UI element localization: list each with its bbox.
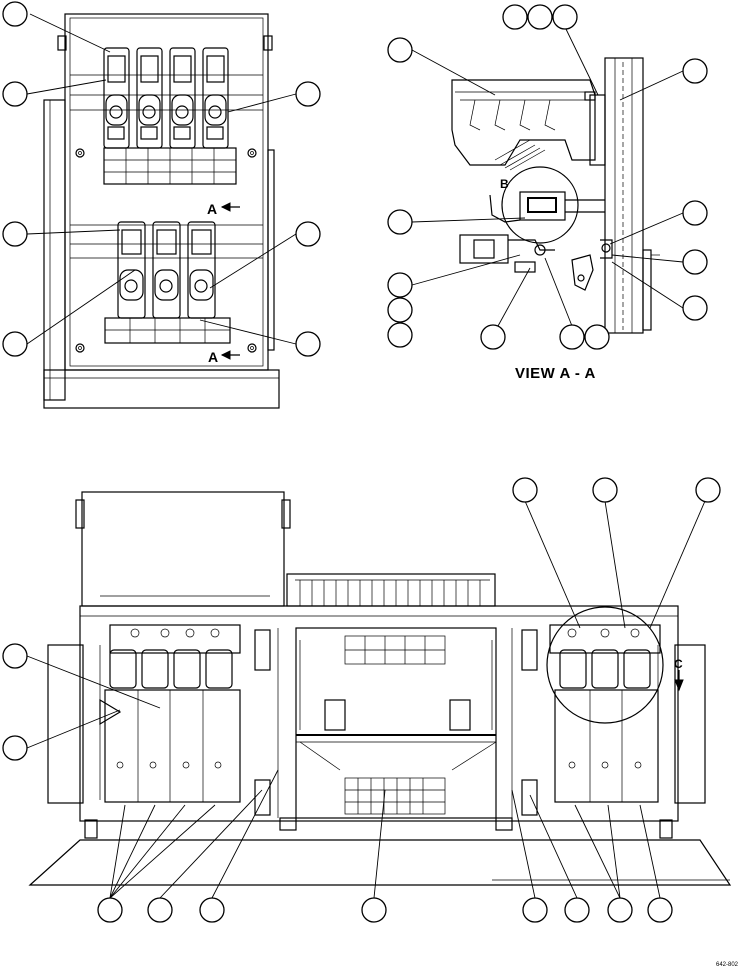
callout-balloon <box>295 81 321 107</box>
callout-balloon <box>512 477 538 503</box>
detail-marker-c: C <box>674 657 683 671</box>
drawing-id: 642-802 <box>716 962 739 968</box>
callout-balloon <box>387 297 413 323</box>
lower-breaker-row <box>104 221 231 344</box>
callout-balloon <box>682 200 708 226</box>
callout-balloon <box>527 4 553 30</box>
callout-balloon <box>2 1 28 27</box>
right-breaker-bank <box>549 624 661 803</box>
full-assembly-view: C <box>2 477 732 923</box>
callout-balloon <box>2 221 28 247</box>
callout-balloon <box>682 58 708 84</box>
callout-balloon <box>480 324 506 350</box>
callout-balloon <box>2 643 28 669</box>
upper-breaker-row <box>103 47 237 185</box>
left-breaker-bank <box>104 624 241 803</box>
callout-balloon <box>387 272 413 298</box>
callout-balloon <box>387 37 413 63</box>
callout-balloon <box>361 897 387 923</box>
callout-balloon <box>502 4 528 30</box>
callout-balloon <box>387 209 413 235</box>
callout-balloon <box>592 477 618 503</box>
callout-balloon <box>552 4 578 30</box>
callout-balloon <box>564 897 590 923</box>
callout-balloon <box>647 897 673 923</box>
callout-balloon <box>199 897 225 923</box>
callout-balloon <box>97 897 123 923</box>
section-marker-a-lower: A <box>208 349 218 365</box>
top-left-panel-view: A A <box>2 1 321 409</box>
callout-balloon <box>682 295 708 321</box>
callout-balloon <box>522 897 548 923</box>
callout-balloon <box>2 81 28 107</box>
callout-balloon <box>695 477 721 503</box>
view-a-a-section: B <box>387 4 708 350</box>
callout-balloon <box>2 331 28 357</box>
callout-balloon <box>607 897 633 923</box>
callout-balloon <box>387 322 413 348</box>
callout-balloon <box>295 331 321 357</box>
callout-balloon <box>584 324 610 350</box>
callout-balloon <box>295 221 321 247</box>
callout-balloon <box>147 897 173 923</box>
section-marker-a-upper: A <box>207 201 217 217</box>
view-title: VIEW A - A <box>515 365 596 382</box>
callout-balloon <box>2 735 28 761</box>
callout-balloon <box>559 324 585 350</box>
callout-balloon <box>682 249 708 275</box>
detail-marker-b: B <box>500 177 509 191</box>
